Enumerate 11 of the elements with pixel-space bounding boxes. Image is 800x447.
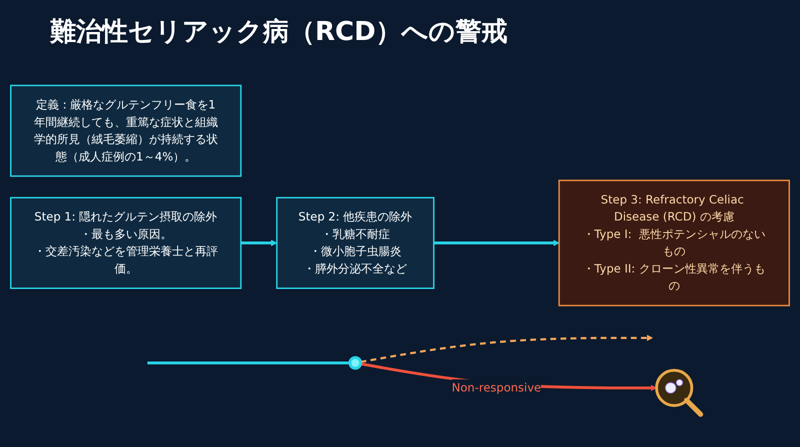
arrow xyxy=(434,240,560,246)
node-box: Step 3: Refractory Celiac Disease (RCD) の考慮 ・Type I: 悪性ポテンシャルのないもの ・Type II: クローン性異常を伴うもの xyxy=(558,180,790,306)
arrow xyxy=(360,334,653,364)
node-box: 定義 : 厳格なグルテンフリー食を1年間継続しても、重篤な症状と組織学的所見（絨毛萎縮）が持続する状態（成人症例の1～4%）。 xyxy=(10,84,242,177)
node-box: Step 2: 他疾患の除外 ・乳糖不耐症 ・微小胞子虫腸炎 ・膵外分泌不全など xyxy=(276,196,434,290)
node-circle xyxy=(348,356,362,370)
edge-label: Non-responsive xyxy=(452,380,542,394)
arrow xyxy=(240,240,278,246)
node-box: Step 1: 隠れたグルテン摂取の除外 ・最も多い原因。 ・交差汚染などを管理栄養士と再評価。 xyxy=(10,196,242,290)
connector xyxy=(147,361,350,364)
title: 難治性セリアック病（RCD）への警戒 xyxy=(50,16,508,49)
